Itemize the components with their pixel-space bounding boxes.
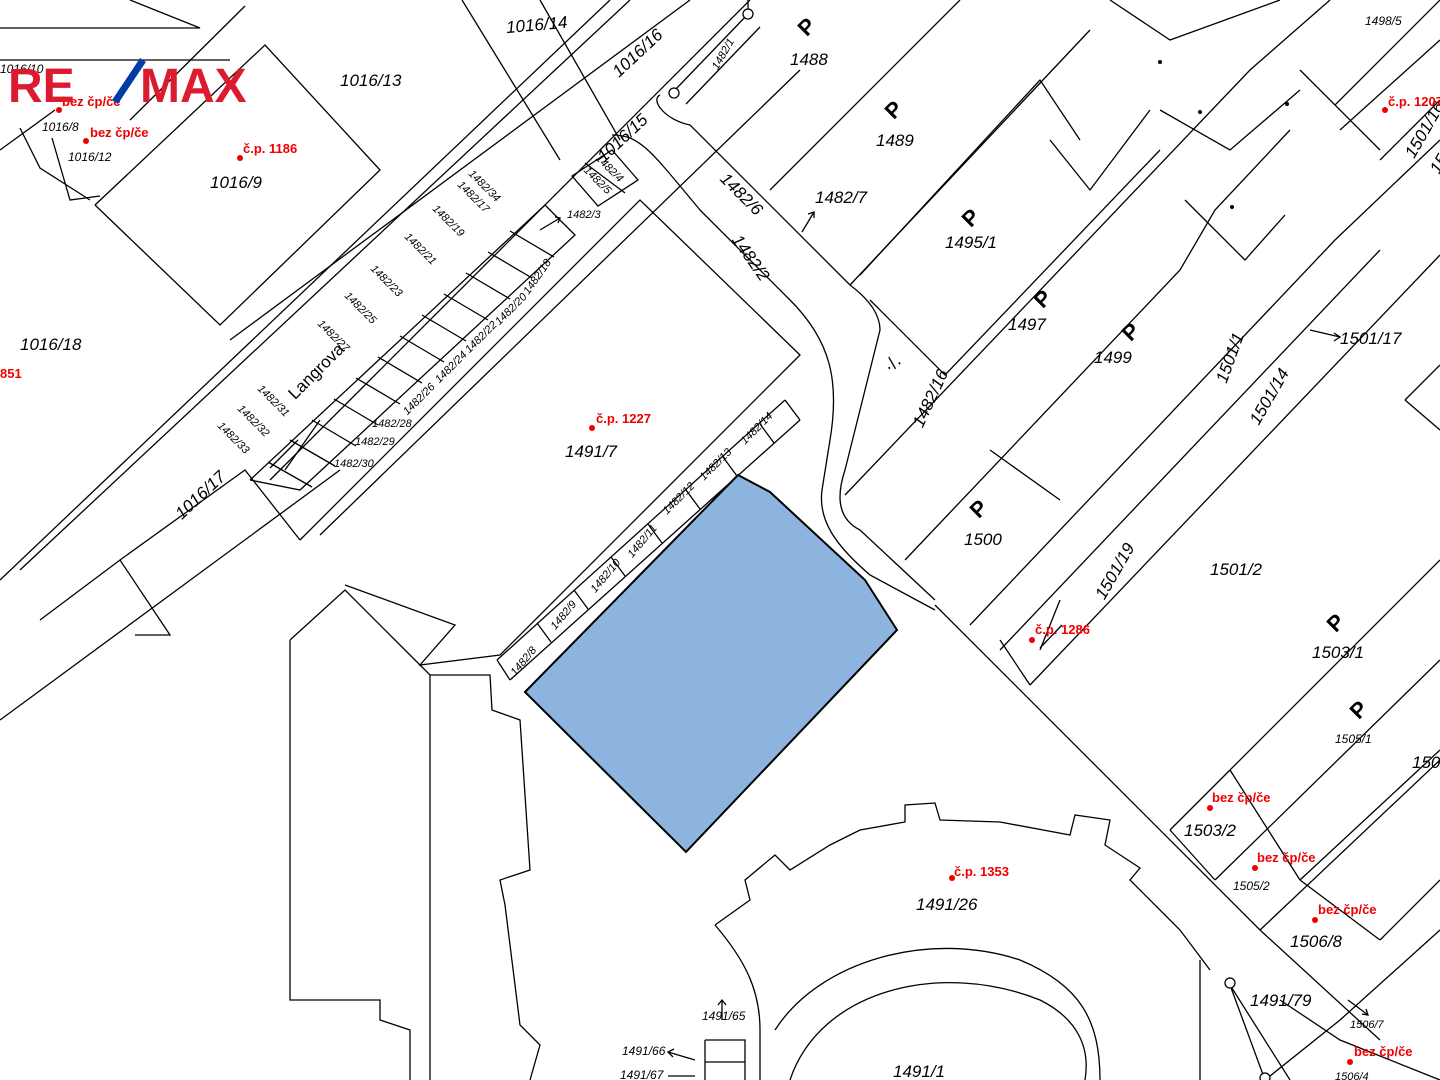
- parcel-1482-29: 1482/29: [355, 436, 395, 448]
- parcel-1016-18: 1016/18: [20, 335, 82, 354]
- parcel-1506-4: 1506/4: [1335, 1071, 1369, 1080]
- parcel-1491-26: 1491/26: [916, 895, 978, 914]
- parcel-1501-19: 1501/19: [1091, 539, 1138, 602]
- parcel-1491-65: 1491/65: [702, 1009, 746, 1023]
- parcel-1501-2: 1501/2: [1210, 560, 1263, 579]
- symbol-1500: P: [965, 495, 993, 523]
- label-arrows: [539, 211, 1369, 1077]
- building-cp-1186: č.p. 1186: [243, 141, 297, 156]
- parcel-1482-23: 1482/23: [368, 263, 405, 300]
- parcel-1482-19: 1482/19: [430, 203, 467, 240]
- parcel-1497: 1497: [1008, 315, 1046, 334]
- parcel-1489: 1489: [876, 131, 914, 150]
- parcel-1016-8: 1016/8: [42, 120, 79, 134]
- parcel-1016-13: 1016/13: [340, 71, 402, 90]
- symbol-1489: P: [880, 96, 908, 124]
- building-bez-1: bez čp/če: [62, 94, 121, 109]
- symbol-1488: P: [793, 13, 821, 41]
- parcel-1482-32: 1482/32: [235, 403, 272, 440]
- parcel-1482-26: 1482/26: [401, 380, 438, 417]
- parcel-1495-1: 1495/1: [945, 233, 997, 252]
- building-labels: bez čp/če bez čp/če č.p. 1186 851 č.p. 1…: [0, 94, 1440, 1065]
- highlighted-parcel-area[interactable]: [523, 473, 899, 854]
- parcel-1498-5: 1498/5: [1365, 14, 1402, 28]
- building-bez-4: bez čp/če: [1257, 850, 1316, 865]
- building-bez-5: bez čp/če: [1318, 902, 1377, 917]
- parcel-1016-10: 1016/10: [0, 62, 44, 76]
- parcel-1506-7: 1506/7: [1350, 1019, 1385, 1031]
- parcel-1501-1: 1501/1: [1212, 330, 1248, 385]
- building-cp-1207: č.p. 1207: [1388, 94, 1440, 109]
- parcel-1482-16: 1482/16: [909, 366, 952, 430]
- parcel-1499: 1499: [1094, 348, 1132, 367]
- parcel-1482-3: 1482/3: [567, 209, 602, 221]
- symbol-1495: P: [957, 204, 985, 232]
- parcel-150x: 150: [1412, 753, 1440, 772]
- parcel-1501-14: 1501/14: [1246, 365, 1293, 428]
- building-cp-1353: č.p. 1353: [954, 864, 1009, 879]
- building-bez-3: bez čp/če: [1212, 790, 1271, 805]
- parcel-1491-67: 1491/67: [620, 1068, 665, 1080]
- symbol-1505: P: [1345, 696, 1373, 724]
- parcel-1016-17: 1016/17: [171, 467, 229, 523]
- parcel-1482-20: 1482/20: [493, 290, 530, 327]
- parcel-1505-2: 1505/2: [1233, 879, 1270, 893]
- parcel-1503-1: 1503/1: [1312, 643, 1364, 662]
- parcel-1482-30: 1482/30: [334, 458, 375, 470]
- parcel-1482-14: 1482/14: [739, 410, 776, 447]
- street-name-langrova: Langrova: [284, 339, 348, 403]
- parcel-1482-2: 1482/2: [728, 231, 774, 285]
- remax-logo: RE MAX: [8, 58, 247, 113]
- parcel-1482-1: 1482/1: [710, 37, 737, 72]
- parcel-1491-7: 1491/7: [565, 442, 618, 461]
- garden-symbol-1482-16: ·/.: [879, 351, 904, 376]
- parcel-1506-8: 1506/8: [1290, 932, 1343, 951]
- building-bez-2: bez čp/če: [90, 125, 149, 140]
- parcel-1482-7: 1482/7: [815, 188, 868, 207]
- logo-re: RE: [8, 60, 75, 113]
- parcel-1505-1: 1505/1: [1335, 732, 1372, 746]
- symbol-1503: P: [1322, 609, 1350, 637]
- parcel-1488: 1488: [790, 50, 828, 69]
- parcel-1500: 1500: [964, 530, 1002, 549]
- parcel-1482-33: 1482/33: [215, 420, 252, 457]
- building-bez-6: bez čp/če: [1354, 1044, 1413, 1059]
- parcel-1482-9: 1482/9: [548, 599, 579, 632]
- survey-markers: [668, 8, 1289, 1080]
- parcel-1016-9: 1016/9: [210, 173, 263, 192]
- parcel-1482-25: 1482/25: [342, 290, 379, 327]
- parcel-1482-24: 1482/24: [433, 349, 470, 386]
- parcel-1482-28: 1482/28: [372, 418, 413, 430]
- parcel-1482-21: 1482/21: [402, 231, 439, 268]
- parcel-1491-79: 1491/79: [1250, 991, 1312, 1010]
- symbol-1497: P: [1029, 285, 1057, 313]
- parcel-1482-8: 1482/8: [508, 644, 539, 678]
- symbol-1499: P: [1117, 318, 1145, 346]
- building-cp-1286: č.p. 1286: [1035, 622, 1090, 637]
- parcel-1503-2: 1503/2: [1184, 821, 1237, 840]
- building-cp-1227: č.p. 1227: [596, 411, 651, 426]
- building-cp-851: 851: [0, 366, 22, 381]
- parcel-1491-66: 1491/66: [622, 1044, 666, 1058]
- logo-max: MAX: [140, 60, 247, 113]
- parcel-1482-22: 1482/22: [463, 319, 500, 356]
- parcel-1501-17: 1501/17: [1340, 329, 1402, 348]
- parcel-1016-12: 1016/12: [68, 150, 112, 164]
- parcel-1491-1: 1491/1: [893, 1062, 945, 1080]
